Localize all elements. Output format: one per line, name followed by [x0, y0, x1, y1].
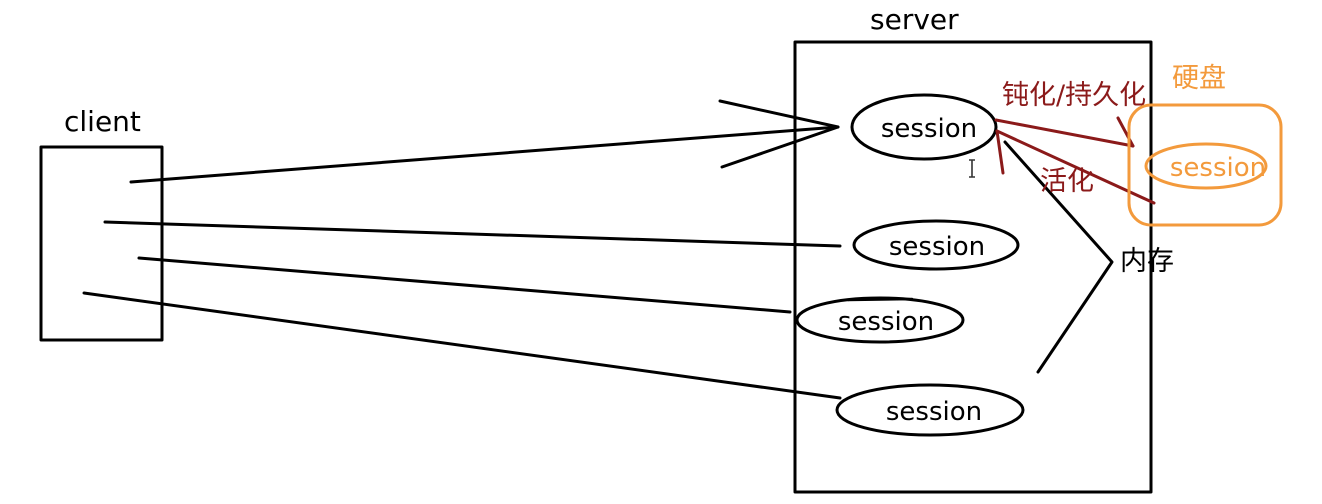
session-ellipse-1 — [850, 93, 998, 161]
disk-session-label: session — [1170, 153, 1266, 183]
memory-bracket — [1003, 140, 1114, 374]
connection-line-3 — [137, 256, 792, 314]
server-label: server — [870, 3, 959, 36]
session-label-4: session — [886, 397, 982, 427]
disk-box — [1127, 103, 1283, 227]
server-box — [793, 40, 1153, 494]
session-label-3: session — [838, 307, 934, 337]
memory-label: 内存 — [1120, 246, 1174, 277]
disk-label: 硬盘 — [1172, 63, 1226, 94]
arrowhead-session-1 — [718, 99, 840, 169]
connection-line-2 — [103, 220, 842, 248]
session-label-1: session — [881, 114, 977, 144]
session-ellipse-3 — [795, 296, 965, 344]
disk-session-ellipse — [1144, 142, 1268, 190]
session-label-2: session — [889, 232, 985, 262]
connection-line-1 — [129, 125, 840, 184]
client-box — [39, 145, 164, 342]
session-3-overline — [846, 297, 914, 302]
passivation-label: 钝化/持久化 — [1002, 80, 1146, 111]
session-ellipse-4 — [835, 383, 1025, 437]
activation-arrowhead — [995, 129, 1005, 175]
text-cursor-icon — [969, 159, 975, 178]
passivation-arrow-line — [994, 118, 1135, 148]
activation-label: 活化 — [1040, 166, 1094, 197]
connection-line-4 — [82, 291, 842, 400]
session-ellipse-2 — [852, 219, 1020, 271]
client-label: client — [64, 105, 141, 138]
